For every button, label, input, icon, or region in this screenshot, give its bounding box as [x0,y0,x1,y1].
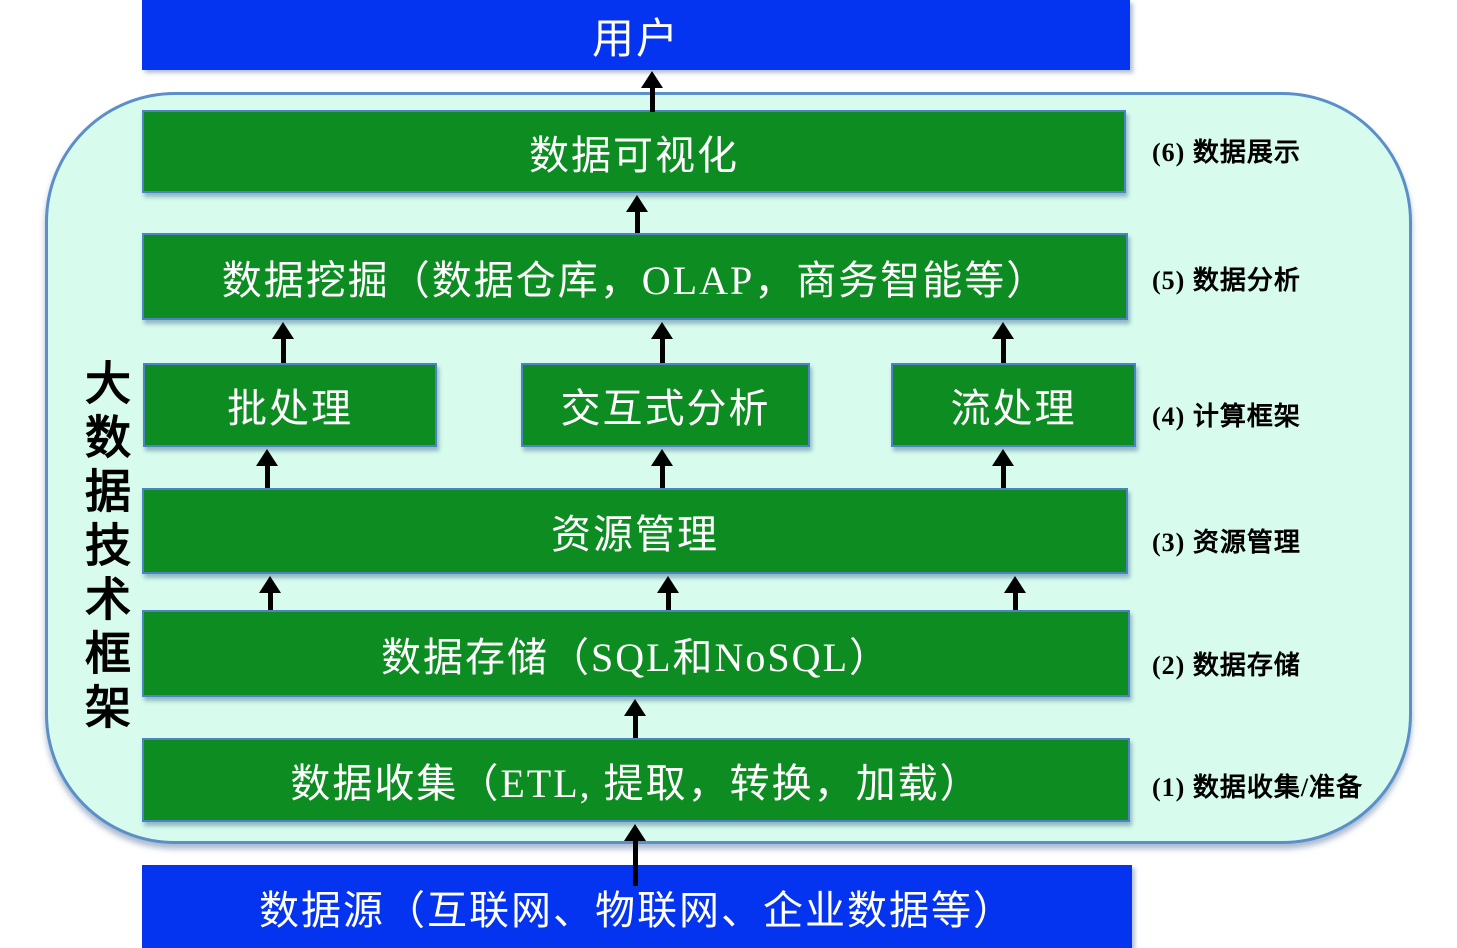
layer-storage-box: 数据存储（SQL和NoSQL） [142,610,1130,697]
up-arrow-icon [626,195,648,233]
layer-visualization-label: 数据可视化 [529,132,739,178]
annotation-3: (3) 资源管理 [1152,528,1301,557]
layer-collection-box: 数据收集（ETL, 提取，转换，加载） [142,738,1130,822]
annotation-1: (1) 数据收集/准备 [1152,773,1364,802]
frame-title: 大数据技术框架 [79,359,130,737]
up-arrow-icon [256,449,278,488]
up-arrow-icon [624,699,646,738]
framework-container [45,92,1412,844]
layer-mining-label: 数据挖掘（数据仓库，OLAP，商务智能等） [221,257,1049,303]
stream-label: 流处理 [950,386,1077,431]
annotation-4: (4) 计算框架 [1152,402,1301,431]
annotation-6: (6) 数据展示 [1152,138,1301,167]
layer-computing-batch-box: 批处理 [143,363,437,447]
up-arrow-icon [651,449,673,488]
layer-computing-stream-box: 流处理 [891,363,1136,447]
data-source-label: 数据源（互联网、物联网、企业数据等） [259,887,1015,933]
user-bar: 用户 [142,0,1130,70]
layer-collection-label: 数据收集（ETL, 提取，转换，加载） [290,761,982,806]
up-arrow-icon [272,322,294,363]
annotation-5: (5) 数据分析 [1152,266,1301,295]
interactive-label: 交互式分析 [560,386,771,431]
user-bar-label: 用户 [591,16,680,63]
layer-storage-label: 数据存储（SQL和NoSQL） [380,634,892,680]
up-arrow-icon [651,322,673,363]
layer-resource-box: 资源管理 [142,488,1128,574]
batch-label: 批处理 [227,386,353,431]
layer-computing-interactive-box: 交互式分析 [521,363,810,447]
up-arrow-icon [624,824,646,886]
layer-resource-label: 资源管理 [551,512,719,557]
up-arrow-icon [992,449,1014,488]
layer-visualization-box: 数据可视化 [142,110,1126,193]
up-arrow-icon [657,576,679,610]
annotation-2: (2) 数据存储 [1152,651,1301,680]
layer-mining-box: 数据挖掘（数据仓库，OLAP，商务智能等） [142,233,1128,320]
up-arrow-icon [641,71,663,112]
up-arrow-icon [992,322,1014,363]
up-arrow-icon [259,576,281,610]
up-arrow-icon [1004,576,1026,610]
